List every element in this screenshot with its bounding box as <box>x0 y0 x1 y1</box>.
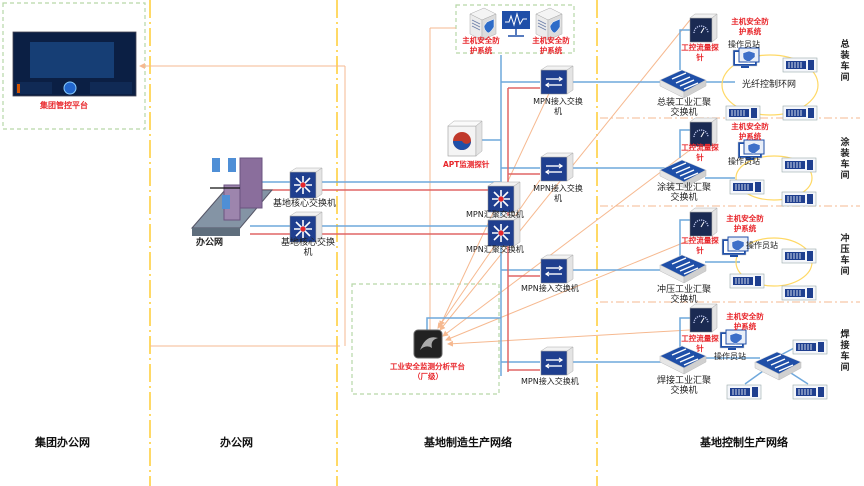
mpn-aggregation-1 <box>487 181 521 213</box>
plc <box>792 384 828 400</box>
analysis-platform-box <box>351 283 500 395</box>
industrial-switch-chongya <box>659 254 707 284</box>
monitor-display-icon <box>502 11 530 37</box>
industrial-switch-zongzhuang <box>659 69 707 99</box>
mpn-access-1 <box>540 65 574 95</box>
mpn-access-2 <box>540 152 574 182</box>
zone-label-manufacturing: 基地制造生产网络 <box>424 436 512 449</box>
zone-label-office: 办公网 <box>220 436 253 449</box>
switch-label-zongzhuang: 总装工业汇聚交换机 <box>656 98 711 118</box>
analysis-platform-icon <box>413 329 443 359</box>
plc <box>729 179 765 195</box>
plc <box>726 384 762 400</box>
station-label-zongzhuang: 操作员站 <box>728 40 760 49</box>
host-label-zongzhuang: 主机安全防护系统 <box>731 17 769 36</box>
plc <box>792 339 828 355</box>
plc <box>729 273 765 289</box>
probe-label-hanjie: 工控流量探针 <box>681 334 719 353</box>
workshop-name-hanjie: 焊接车间 <box>840 330 850 373</box>
core-switch-2-label: 基地核心交换机 <box>280 238 335 258</box>
operator-station-hanjie <box>719 329 747 351</box>
office-network-icon <box>190 157 274 236</box>
group-platform-label: 集团管控平台 <box>40 101 88 110</box>
core-switch-1-label: 基地核心交换机 <box>273 199 337 209</box>
analysis-platform-sublabel: （厂级） <box>413 372 443 381</box>
mpn-access-3 <box>540 254 574 284</box>
group-platform-screen <box>12 31 137 97</box>
mpn-aggregation-2 <box>487 215 521 247</box>
switch-label-chongya: 冲压工业汇聚交换机 <box>656 285 711 305</box>
plc <box>781 157 817 173</box>
plc <box>781 285 817 301</box>
plc <box>781 248 817 264</box>
host-label-hanjie: 主机安全防护系统 <box>726 312 764 331</box>
workshop-name-tuzhuang: 涂装车间 <box>840 138 850 181</box>
plc <box>782 105 818 121</box>
operator-station-zongzhuang <box>732 47 760 69</box>
station-label-tuzhuang: 操作员站 <box>728 157 760 166</box>
host-security-2-label: 主机安全防护系统 <box>532 36 570 55</box>
probe-tuzhuang <box>689 117 718 147</box>
zone-label-control: 基地控制生产网络 <box>700 436 788 449</box>
station-label-hanjie: 操作员站 <box>714 352 746 361</box>
mpn-access-4 <box>540 346 574 376</box>
host-security-box <box>455 4 575 54</box>
core-switch-1 <box>289 167 323 199</box>
switch-label-tuzhuang: 涂装工业汇聚交换机 <box>656 183 711 203</box>
apt-probe-label: APT监测探针 <box>443 160 490 169</box>
mpn-access-2-label: MPN接入交换机 <box>533 184 583 203</box>
apt-probe-icon <box>447 120 483 157</box>
probe-hanjie <box>689 303 718 333</box>
probe-zongzhuang <box>689 13 718 43</box>
zone-label-group-office: 集团办公网 <box>35 436 90 449</box>
host-security-1-label: 主机安全防护系统 <box>462 36 500 55</box>
mpn-aggregation-2-label: MPN汇聚交换机 <box>466 245 524 254</box>
ring-label-zongzhuang: 光纤控制环网 <box>742 80 797 90</box>
host-label-chongya: 主机安全防护系统 <box>726 214 764 233</box>
probe-label-tuzhuang: 工控流量探针 <box>681 143 719 162</box>
mpn-access-4-label: MPN接入交换机 <box>521 377 579 386</box>
plc <box>781 191 817 207</box>
plc <box>725 105 761 121</box>
analysis-platform-label: 工业安全监测分析平台 <box>390 362 465 371</box>
plc <box>782 57 818 73</box>
workshop-name-zongzhuang: 总装车间 <box>840 40 850 83</box>
mpn-access-1-label: MPN接入交换机 <box>533 97 583 116</box>
probe-chongya <box>689 207 718 237</box>
probe-label-chongya: 工控流量探针 <box>681 236 719 255</box>
host-label-tuzhuang: 主机安全防护系统 <box>731 122 769 141</box>
probe-label-zongzhuang: 工控流量探针 <box>681 43 719 62</box>
station-label-chongya: 操作员站 <box>746 241 778 250</box>
switch-label-hanjie: 焊接工业汇聚交换机 <box>656 376 711 396</box>
workshop-name-chongya: 冲压车间 <box>840 234 850 277</box>
operator-station-chongya <box>721 236 749 258</box>
zone-dividers <box>149 0 598 486</box>
office-network-label: 办公网 <box>196 238 224 248</box>
mpn-aggregation-1-label: MPN汇聚交换机 <box>466 210 524 219</box>
mpn-access-3-label: MPN接入交换机 <box>521 284 579 293</box>
